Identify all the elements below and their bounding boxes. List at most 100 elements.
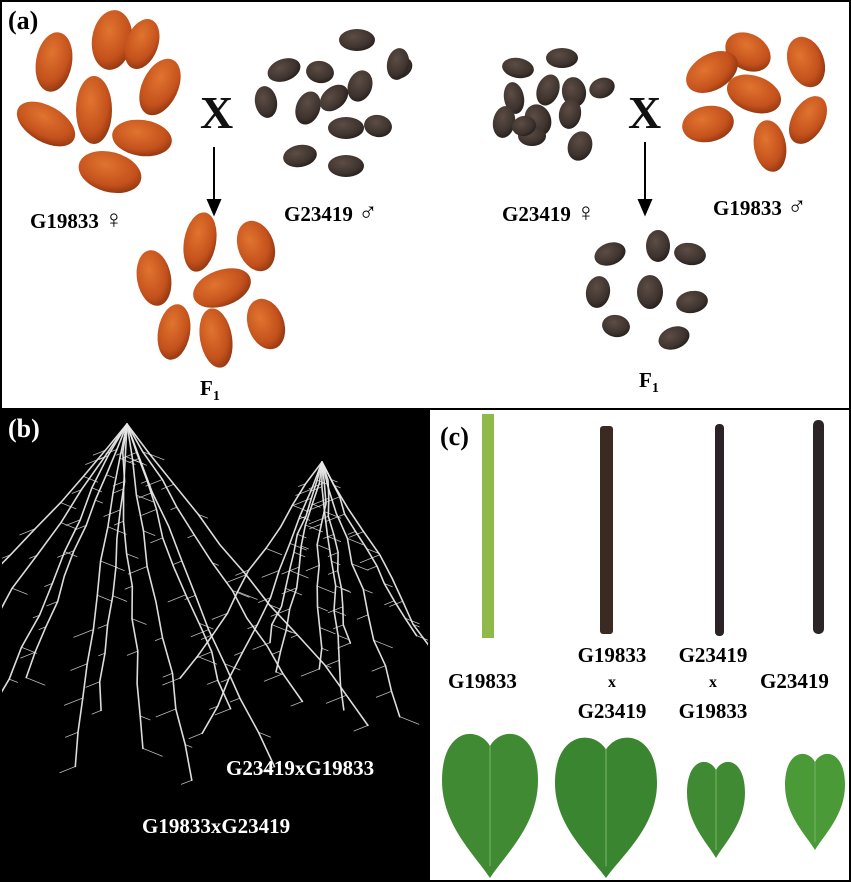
- root-strand: [46, 601, 59, 607]
- seed: [91, 10, 133, 70]
- root-strand: [184, 594, 196, 600]
- male-symbol-icon: ♂: [358, 198, 378, 227]
- root-strand: [347, 531, 356, 535]
- stem-green: [482, 414, 494, 638]
- root-strand: [98, 455, 109, 460]
- seed: [193, 268, 251, 308]
- root-strand: [73, 629, 94, 638]
- seed-illustration: [16, 10, 827, 368]
- root-strand: [337, 642, 351, 649]
- root-strand: [285, 629, 298, 635]
- root-strand: [309, 523, 322, 530]
- root-strand: [281, 587, 298, 595]
- root-strand: [127, 566, 148, 575]
- root-strand: [103, 509, 121, 517]
- root-strand: [64, 697, 84, 706]
- root-strand: [337, 635, 349, 640]
- root-strand: [25, 423, 128, 679]
- root-strand: [252, 642, 271, 650]
- root-strand: [230, 697, 241, 703]
- root-strand: [290, 701, 303, 707]
- seed: [112, 119, 172, 157]
- seed: [567, 131, 593, 161]
- seed: [306, 60, 334, 84]
- seed: [139, 58, 181, 116]
- root-strand: [139, 715, 151, 721]
- root-strand: [64, 551, 78, 557]
- seed: [339, 29, 375, 51]
- stem-label-2: G19833 x G23419: [577, 643, 647, 723]
- seed: [319, 84, 349, 112]
- root-strand: [328, 570, 339, 575]
- root-strand: [143, 530, 156, 536]
- root-strand: [269, 461, 323, 644]
- f1-label-left: F1: [200, 376, 220, 405]
- root-strand: [167, 594, 187, 603]
- seed: [157, 304, 191, 360]
- seed: [492, 106, 516, 138]
- root-strand: [235, 569, 250, 576]
- root-label-left: G19833xG23419: [142, 814, 291, 838]
- root-strand: [188, 732, 203, 739]
- root-strand: [333, 624, 344, 630]
- root-strand: [300, 668, 320, 677]
- root-strand: [416, 635, 428, 641]
- root-strand: [293, 551, 306, 558]
- root-strand: [112, 595, 128, 602]
- female-label-left: G19833 ♀: [30, 205, 124, 234]
- root-strand: [367, 565, 378, 571]
- root-strand: [150, 537, 164, 544]
- seed: [674, 242, 706, 266]
- seed: [594, 242, 626, 266]
- root-strand: [100, 560, 118, 569]
- root-strand: [70, 663, 88, 671]
- root-strand: [197, 514, 208, 519]
- seed: [558, 99, 582, 129]
- cross-symbol-left: X: [200, 87, 234, 138]
- seed: [254, 86, 278, 118]
- seed: [328, 155, 364, 177]
- root-strand: [261, 570, 280, 578]
- seed: [536, 74, 560, 106]
- seed: [637, 275, 663, 309]
- root-strand: [57, 550, 75, 558]
- root-strand: [295, 488, 313, 496]
- root-strand: [124, 585, 133, 590]
- root-strand: [11, 587, 28, 595]
- root-strand: [115, 566, 125, 571]
- root-strand: [116, 452, 124, 456]
- root-strand: [96, 594, 113, 602]
- root-strand: [323, 534, 335, 539]
- root-strand: [316, 544, 330, 550]
- seed: [364, 114, 392, 138]
- root-strand: [366, 548, 379, 554]
- seed: [676, 290, 708, 314]
- root-strand: [237, 591, 258, 600]
- root-strand: [112, 480, 125, 487]
- root-strand: [261, 766, 275, 773]
- root-strand: [323, 496, 341, 504]
- root-strand: [44, 583, 53, 587]
- root-strand: [224, 663, 241, 671]
- root-strand: [106, 474, 115, 479]
- seed: [183, 212, 217, 272]
- seed: [236, 220, 276, 272]
- root-strand: [122, 423, 144, 750]
- root-strand: [275, 671, 283, 675]
- root-strand: [265, 548, 283, 556]
- stem-label-1: G19833: [448, 669, 517, 693]
- root-strand: [136, 494, 154, 503]
- root-strand: [65, 519, 81, 526]
- root-strand: [161, 483, 175, 490]
- root-strand: [321, 461, 401, 718]
- root-strand: [196, 651, 213, 658]
- root-strand: [207, 679, 219, 685]
- root-strand: [92, 449, 106, 456]
- panel-b-label: (b): [8, 414, 40, 443]
- root-strand: [271, 650, 282, 655]
- root-strand: [311, 497, 330, 506]
- root-strand: [290, 634, 298, 638]
- panel-a-label: (a): [8, 6, 39, 35]
- seed: [602, 314, 630, 338]
- root-strand: [306, 503, 327, 512]
